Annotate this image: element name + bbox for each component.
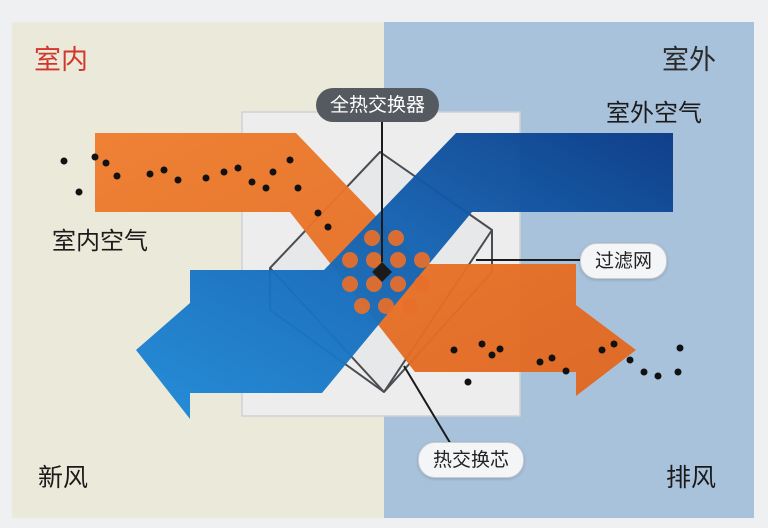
core-leader: [403, 365, 453, 447]
core-center-icon: [372, 262, 392, 282]
outdoor-title: 室外: [662, 45, 716, 76]
heat-exchanger-callout: 全热交换器: [316, 88, 440, 122]
exchange-dot-grid: [342, 230, 430, 314]
fresh-air-label: 新风: [38, 463, 89, 492]
indoor-title: 室内: [34, 45, 88, 76]
indoor-air-label: 室内空气: [52, 227, 148, 255]
exchange-core-callout: 热交换芯: [418, 442, 525, 478]
particle-dot-icon: [60, 153, 684, 386]
filter-callout: 过滤网: [580, 243, 668, 279]
outdoor-air-label: 室外空气: [606, 99, 702, 127]
outdoor-air-flow: [136, 133, 673, 419]
exhaust-air-label: 排风: [666, 463, 717, 492]
